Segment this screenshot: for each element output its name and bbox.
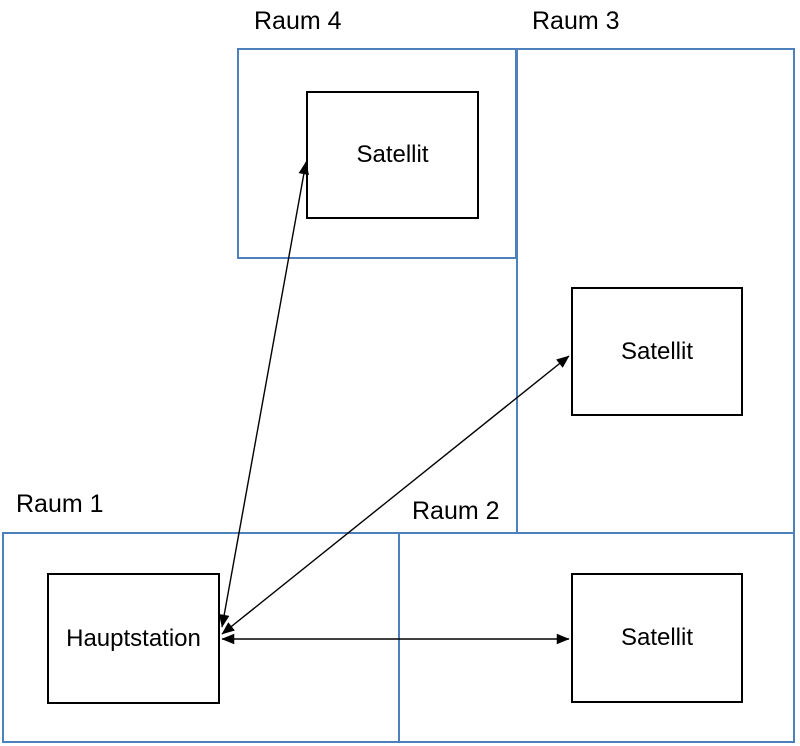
node-hauptstation-label: Hauptstation — [66, 624, 201, 652]
node-satellit-raum-4: Satellit — [306, 91, 479, 219]
node-satellit-raum-3: Satellit — [571, 287, 743, 416]
node-satellit-raum-3-label: Satellit — [620, 337, 694, 365]
node-satellit-raum-4-label: Satellit — [356, 141, 429, 168]
room-label-raum-3: Raum 3 — [532, 7, 620, 35]
node-satellit-raum-2-label: Satellit — [620, 624, 694, 651]
node-hauptstation: Hauptstation — [47, 573, 220, 704]
room-label-raum-1: Raum 1 — [16, 490, 104, 518]
room-label-raum-2: Raum 2 — [412, 497, 500, 525]
node-satellit-raum-2: Satellit — [571, 573, 743, 703]
room-label-raum-4: Raum 4 — [254, 7, 342, 35]
